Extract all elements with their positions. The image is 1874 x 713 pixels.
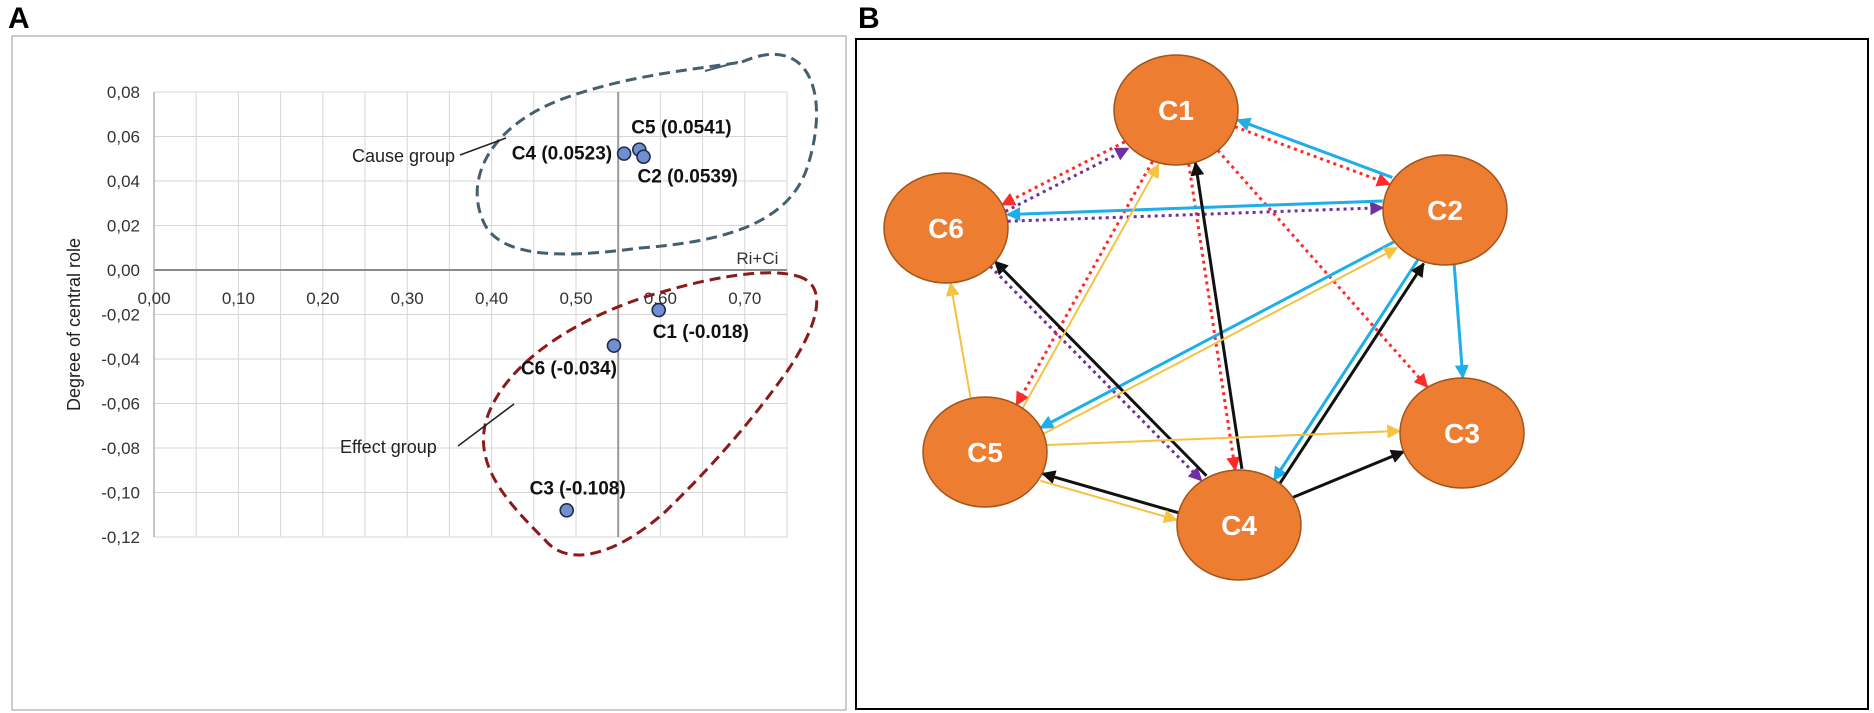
node-label-c2: C2: [1427, 195, 1463, 226]
data-label-c5: C5 (0.0541): [631, 118, 731, 139]
cause-group-tail: [704, 61, 739, 72]
y-axis-label: Degree of central role: [64, 238, 84, 411]
data-point-c1: [651, 302, 667, 318]
node-label-c6: C6: [928, 213, 964, 244]
edge-c6-c1: [1004, 147, 1130, 213]
data-label-c6: C6 (-0.034): [521, 359, 617, 380]
y-tick-label: -0,10: [101, 484, 140, 503]
diagram-b-frame: [855, 38, 1869, 710]
edge-c5-c4: [1040, 479, 1178, 524]
edge-c2-c5: [1039, 240, 1395, 430]
data-label-c2: C2 (0.0539): [638, 167, 738, 188]
data-point-c4: [616, 146, 632, 161]
effect-group-label: Effect group: [340, 437, 437, 457]
node-c3: [1399, 377, 1525, 489]
x-tick-label: 0,70: [728, 289, 761, 308]
edge-c2-c4: [1272, 259, 1420, 482]
y-tick-label: -0,06: [101, 395, 140, 414]
panel-b-letter: B: [858, 2, 880, 35]
edge-c5-c2: [1043, 246, 1399, 435]
y-tick-label: 0,08: [107, 83, 140, 102]
y-tick-label: 0,00: [107, 261, 140, 280]
x-tick-label: 0,40: [475, 289, 508, 308]
edge-c5-c1: [1021, 163, 1160, 409]
data-point-c3: [559, 502, 575, 518]
y-tick-label: -0,04: [101, 350, 140, 369]
y-tick-label: 0,06: [107, 128, 140, 147]
data-point-c6: [606, 338, 622, 353]
node-label-c4: C4: [1221, 510, 1257, 541]
data-label-c4: C4 (0.0523): [512, 144, 612, 165]
edge-c2-c1: [1236, 117, 1393, 179]
edge-c2-c3: [1452, 264, 1469, 380]
node-label-c5: C5: [967, 437, 1003, 468]
edge-c4-c5: [1041, 470, 1180, 515]
node-c2: [1382, 154, 1508, 266]
x-tick-label: 0,10: [222, 289, 255, 308]
edge-c1-c4: [1187, 163, 1241, 472]
diagram-edges: [945, 117, 1469, 524]
y-tick-label: 0,02: [107, 217, 140, 236]
y-tick-label: 0,04: [107, 172, 140, 191]
edge-c6-c4: [989, 265, 1203, 482]
y-tick-label: -0,02: [101, 306, 140, 325]
cause-group-leader: [459, 137, 507, 156]
x-axis-label: Ri+Ci: [736, 249, 778, 268]
y-tick-label: -0,12: [101, 528, 140, 547]
node-c5: [922, 396, 1048, 508]
node-c1: [1113, 54, 1239, 166]
data-label-c3: C3 (-0.108): [530, 478, 626, 499]
grid: [153, 91, 788, 538]
x-tick-label: 0,50: [559, 289, 592, 308]
cause-group-outline: [475, 52, 819, 256]
node-c6: [883, 172, 1009, 284]
node-label-c3: C3: [1444, 418, 1480, 449]
node-label-c1: C1: [1158, 95, 1194, 126]
data-point-c2: [636, 149, 651, 165]
data-label-c1: C1 (-0.018): [653, 322, 749, 343]
edge-c5-c6: [945, 281, 972, 399]
data-points: C5 (0.0541) C4 (0.0523) C2 (0.0539) C1 (-0.…: [512, 118, 749, 518]
edge-c1-c5: [1015, 160, 1154, 407]
x-tick-label: 0,30: [391, 289, 424, 308]
x-tick-label: 0,00: [137, 289, 170, 308]
node-c4: [1176, 469, 1302, 581]
cause-group-label: Cause group: [352, 146, 455, 166]
effect-group-outline: [482, 271, 819, 557]
edge-c1-c6: [1000, 140, 1126, 207]
edge-c4-c3: [1292, 449, 1406, 499]
edge-c5-c3: [1046, 424, 1402, 447]
chart-a-frame: [11, 35, 847, 711]
x-tick-label: 0,20: [306, 289, 339, 308]
edge-c4-c1: [1190, 161, 1244, 470]
edge-c4-c2: [1278, 262, 1425, 485]
effect-group-leader: [457, 403, 515, 447]
y-tick-label: -0,08: [101, 439, 140, 458]
panel-a-letter: A: [8, 2, 30, 35]
edge-c2-c6: [1006, 199, 1383, 222]
